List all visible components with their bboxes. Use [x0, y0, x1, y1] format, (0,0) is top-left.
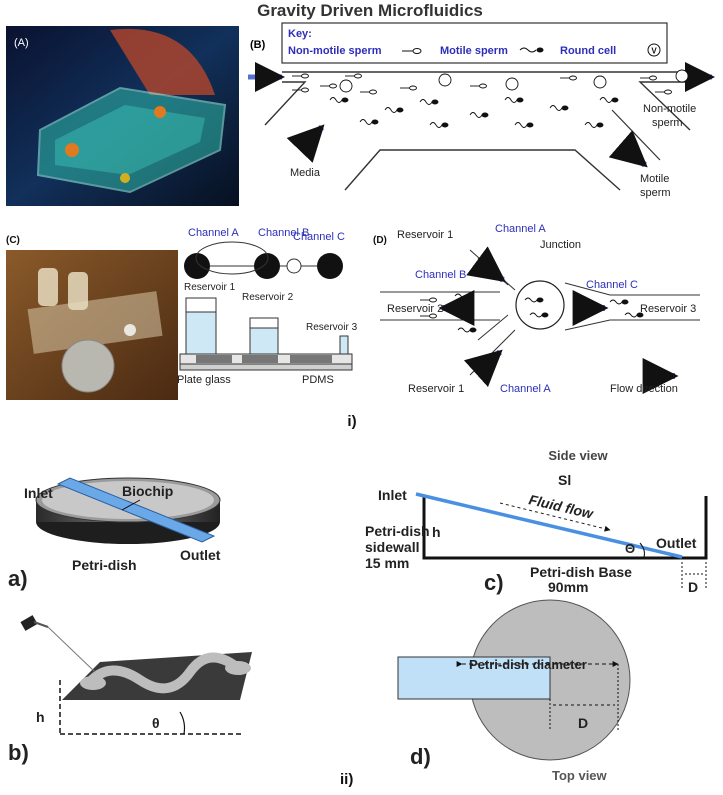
ii-b-theta: θ: [152, 715, 160, 731]
c-channel-c: Channel C: [293, 231, 345, 243]
d-reservoir-3: Reservoir 3: [640, 303, 696, 315]
motile-arrow: [608, 130, 648, 168]
biochip-strip: [56, 477, 216, 543]
c-plate-glass: Plate glass: [177, 374, 231, 386]
ii-c-theta: Θ: [625, 541, 635, 556]
ii-a-tag: a): [8, 566, 28, 591]
side-view-title: Side view: [548, 448, 608, 463]
panel-a-tag: (A): [14, 37, 29, 49]
c-channel-b: Channel B: [258, 227, 309, 239]
non-motile-out-label-1: Non-motile: [643, 103, 696, 115]
media-label: Media: [290, 167, 321, 179]
non-motile-sperm-icon: [402, 48, 422, 54]
reservoir-2-top: [254, 253, 280, 279]
key-box: [281, 22, 668, 64]
ii-b-h: h: [36, 709, 45, 725]
motile-out-label-1: Motile: [640, 173, 669, 185]
media-arrow: [286, 124, 325, 163]
panel-d-tag: (D): [373, 235, 387, 246]
panel-ii-b: h θ b): [8, 615, 252, 765]
d-channel-c: Channel C: [586, 279, 638, 291]
motile-sperm-icon: [519, 47, 544, 53]
panel-ii-d: Petri-dish diameter D Top view d): [397, 599, 631, 783]
motile-out-label-2: sperm: [640, 187, 671, 199]
panel-a-photo: (A): [6, 26, 239, 206]
ii-a-outlet: Outlet: [180, 547, 221, 563]
ii-c-base-2: 90mm: [548, 579, 588, 595]
reservoir-3-top: [317, 253, 343, 279]
ii-d-d: D: [578, 715, 588, 731]
ii-c-inlet: Inlet: [378, 487, 407, 503]
key-round-cell: Round cell: [560, 45, 616, 57]
junction-circle: [515, 280, 565, 330]
ii-c-sidewall-3: 15 mm: [365, 555, 409, 571]
c-reservoir-3: Reservoir 3: [306, 322, 358, 333]
d-channel-b: Channel B: [415, 269, 466, 281]
sperm-population: [292, 69, 689, 128]
d-sperm: [420, 293, 644, 333]
panel-d: (D) Reservoir 1 Channel A Junction Chann…: [373, 223, 700, 395]
c-pdms: PDMS: [302, 374, 334, 386]
key-motile: Motile sperm: [440, 45, 508, 57]
ii-a-petri: Petri-dish: [72, 557, 137, 573]
ii-c-base-1: Petri-dish Base: [530, 564, 632, 580]
ii-c-d: D: [688, 579, 698, 595]
key-label: Key:: [288, 28, 312, 40]
d-junction: Junction: [540, 239, 581, 251]
reservoir-1-top: [184, 253, 210, 279]
d-channel-a-top: Channel A: [495, 223, 546, 235]
part-i-label: i): [347, 413, 356, 430]
ii-c-sidewall-1: Petri-dish: [365, 523, 430, 539]
panel-c: (C) Channel A Channel B Channel C Reserv…: [6, 227, 358, 400]
d-reservoir-2: Reservoir 2: [387, 303, 443, 315]
ii-b-tag: b): [8, 740, 29, 765]
panel-b-tag: (B): [250, 39, 266, 51]
svg-text:V: V: [651, 47, 657, 56]
part-ii-label: ii): [340, 771, 353, 788]
ii-c-h: h: [432, 524, 441, 540]
figure-title: Gravity Driven Microfluidics: [257, 1, 483, 20]
c-reservoir-1: Reservoir 1: [184, 282, 236, 293]
ii-c-sl: Sl: [558, 472, 571, 488]
key-non-motile: Non-motile sperm: [288, 45, 382, 57]
panel-ii-a: Inlet Biochip Outlet Petri-dish a): [8, 477, 221, 591]
d-reservoir-1-top: Reservoir 1: [397, 229, 453, 241]
c-reservoir-2: Reservoir 2: [242, 292, 294, 303]
d-arrow-bottom: [463, 349, 503, 388]
non-motile-out-label-2: sperm: [652, 117, 683, 129]
ii-d-tag: d): [410, 744, 431, 769]
ii-d-top-view: Top view: [552, 768, 608, 783]
ii-c-outlet: Outlet: [656, 535, 697, 551]
round-cell-icon: V: [647, 43, 661, 57]
dish-side-profile: [422, 496, 708, 560]
panel-ii-c: Side view Inlet Sl Fluid flow h Θ Outlet…: [365, 448, 708, 595]
c-channel-a: Channel A: [188, 227, 239, 239]
ii-a-inlet: Inlet: [24, 485, 53, 501]
d-flow-direction: Flow direction: [610, 383, 678, 395]
ii-c-tag: c): [484, 570, 504, 595]
ii-a-biochip: Biochip: [122, 483, 173, 499]
d-channel-a-bottom: Channel A: [500, 383, 551, 395]
biochip-slope: [415, 492, 683, 559]
ii-c-fluid-flow: Fluid flow: [527, 491, 595, 522]
ii-c-sidewall-2: sidewall: [365, 539, 419, 555]
panel-b: (B) Key: Non-motile sperm Motile sperm R…: [248, 22, 715, 199]
pipette-icon: [20, 615, 96, 673]
d-reservoir-1-bottom: Reservoir 1: [408, 383, 464, 395]
d-arrow-top: [466, 246, 506, 283]
panel-c-tag: (C): [6, 235, 20, 246]
panel-c-photo: [6, 250, 178, 400]
ii-d-diameter: Petri-dish diameter: [469, 657, 587, 672]
